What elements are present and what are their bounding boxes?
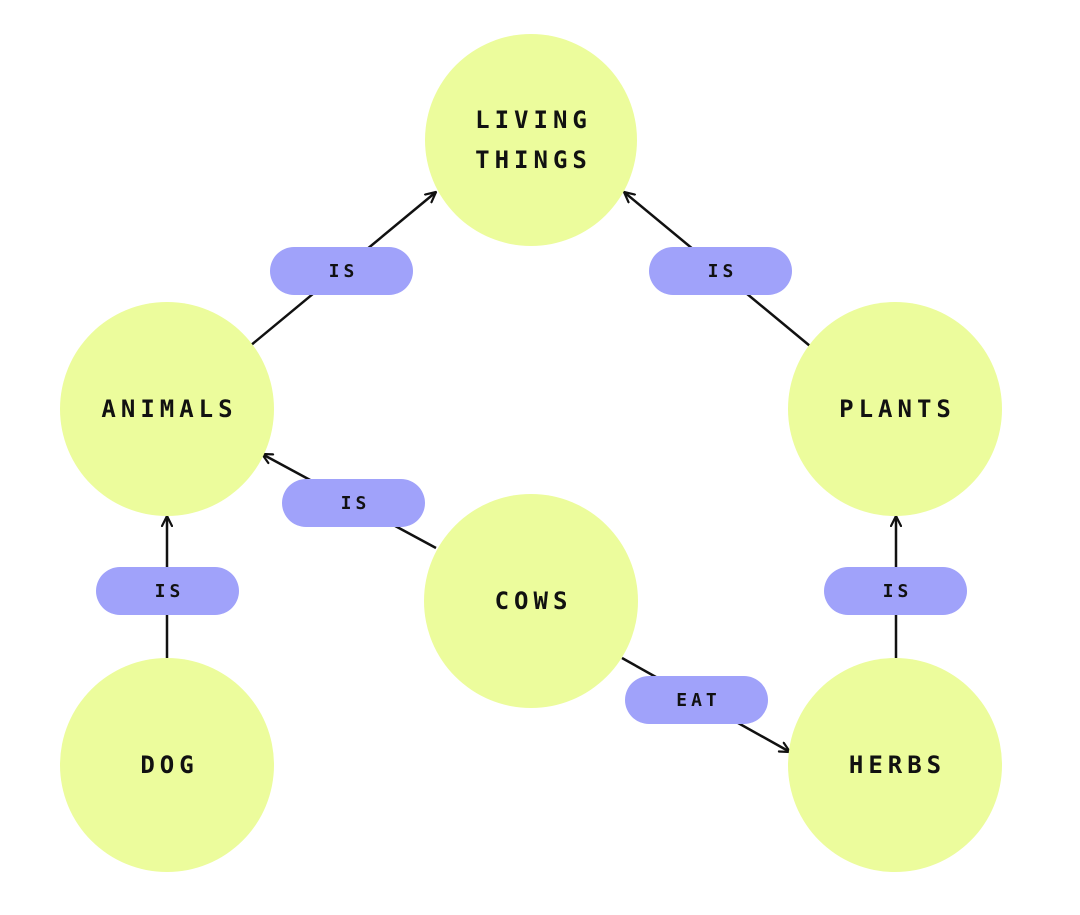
relation-label: IS [154, 580, 185, 602]
node-plants-label: PLANTS [839, 395, 956, 423]
node-herbs-label: HERBS [848, 751, 947, 779]
node-animals: ANIMALS [60, 302, 274, 516]
relation-label: IS [707, 260, 738, 282]
relation-label: IS [882, 580, 913, 602]
relation-herbs-is-plants: IS [824, 567, 967, 615]
node-herbs: HERBS [788, 658, 1002, 872]
relation-label: IS [340, 492, 371, 514]
relation-label: EAT [676, 689, 721, 711]
node-cows-label: COWS [494, 587, 573, 615]
node-plants: PLANTS [788, 302, 1002, 516]
relation-cows-is-animals: IS [282, 479, 425, 527]
relation-animals-is-living-things: IS [270, 247, 413, 295]
relation-dog-is-animals: IS [96, 567, 239, 615]
node-cows: COWS [424, 494, 638, 708]
relation-plants-is-living-things: IS [649, 247, 792, 295]
node-living-things-line2: THINGS [475, 146, 592, 174]
node-living-things: LIVING THINGS [425, 34, 637, 246]
node-dog: DOG [60, 658, 274, 872]
relation-label: IS [328, 260, 359, 282]
node-living-things-line1: LIVING [475, 106, 592, 134]
node-dog-label: DOG [140, 751, 199, 779]
relation-cows-eat-herbs: EAT [625, 676, 768, 724]
node-animals-label: ANIMALS [101, 395, 238, 423]
